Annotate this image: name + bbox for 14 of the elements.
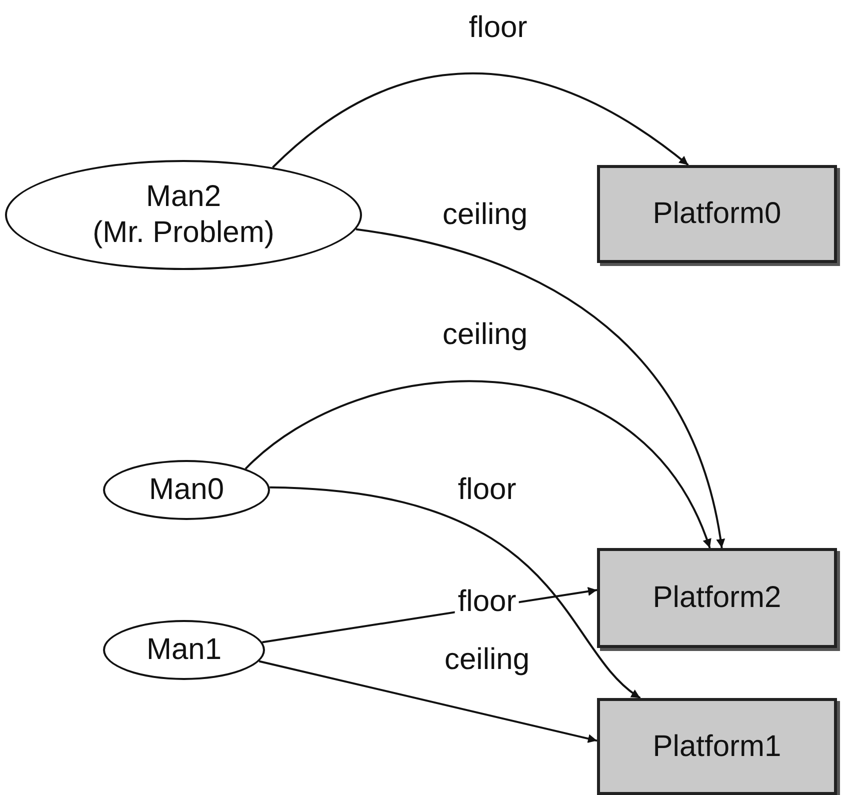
node-label: Man1 xyxy=(146,632,222,668)
arrow xyxy=(258,660,598,743)
rectangle-node xyxy=(597,165,837,263)
rectangle-node xyxy=(597,548,837,648)
arrow xyxy=(356,228,725,548)
node-label: Platform2 xyxy=(652,580,782,616)
arrow xyxy=(244,380,711,548)
node-label: Man0 xyxy=(148,472,224,508)
rectangle-node xyxy=(597,698,837,795)
arrow xyxy=(270,486,641,699)
arrow xyxy=(272,72,689,168)
node-label: Platform1 xyxy=(652,728,782,764)
node-label: Platform0 xyxy=(652,196,782,232)
node-label: Man2 (Mr. Problem) xyxy=(92,179,274,251)
